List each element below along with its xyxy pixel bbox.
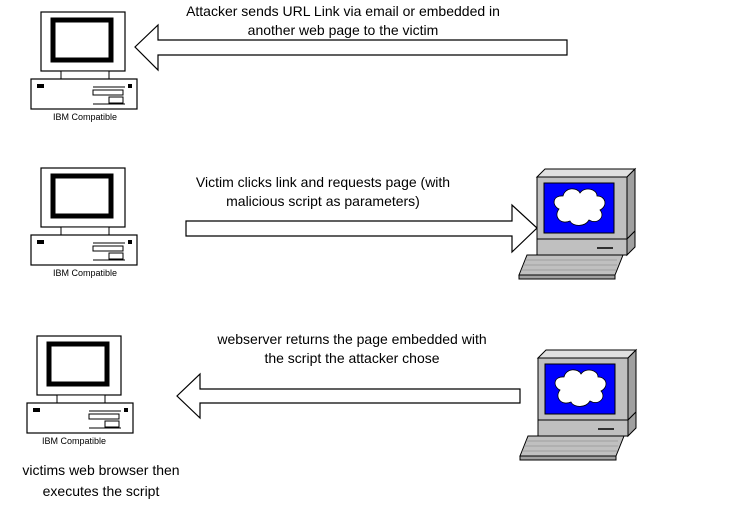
- victim-pc-icon: [31, 168, 137, 265]
- attacker-pc-label: IBM Compatible: [53, 112, 117, 122]
- step-2-message-line-1: Victim clicks link and requests page (wi…: [196, 174, 450, 190]
- victim-note-line-2: executes the script: [43, 483, 160, 499]
- arrow-to-webserver: [185, 203, 538, 254]
- webserver-terminal-icon: [518, 168, 636, 280]
- step-1-message-line-2: another web page to the victim: [248, 22, 439, 38]
- arrow-to-victim-browser: [176, 372, 521, 420]
- victim-pc-label: IBM Compatible: [53, 268, 117, 278]
- webserver-terminal-icon-2: [519, 349, 637, 461]
- step-3: IBM Compatible webserver returns the pag…: [22, 331, 637, 499]
- step-2-message-line-2: malicious script as parameters): [226, 193, 420, 209]
- step-1: IBM Compatible Attacker sends URL Link v…: [31, 3, 568, 122]
- step-3-message-line-1: webserver returns the page embedded with: [216, 331, 486, 347]
- victim-browser-pc-icon: [27, 336, 133, 433]
- victim-note-line-1: victims web browser then: [22, 462, 179, 478]
- step-3-message-line-2: the script the attacker chose: [264, 350, 439, 366]
- step-2: IBM Compatible Victim clicks link and re…: [31, 168, 636, 280]
- victim-browser-pc-label: IBM Compatible: [42, 436, 106, 446]
- arrow-to-victim: [134, 23, 568, 72]
- step-1-message-line-1: Attacker sends URL Link via email or emb…: [186, 3, 500, 19]
- attacker-pc-icon: [31, 12, 137, 109]
